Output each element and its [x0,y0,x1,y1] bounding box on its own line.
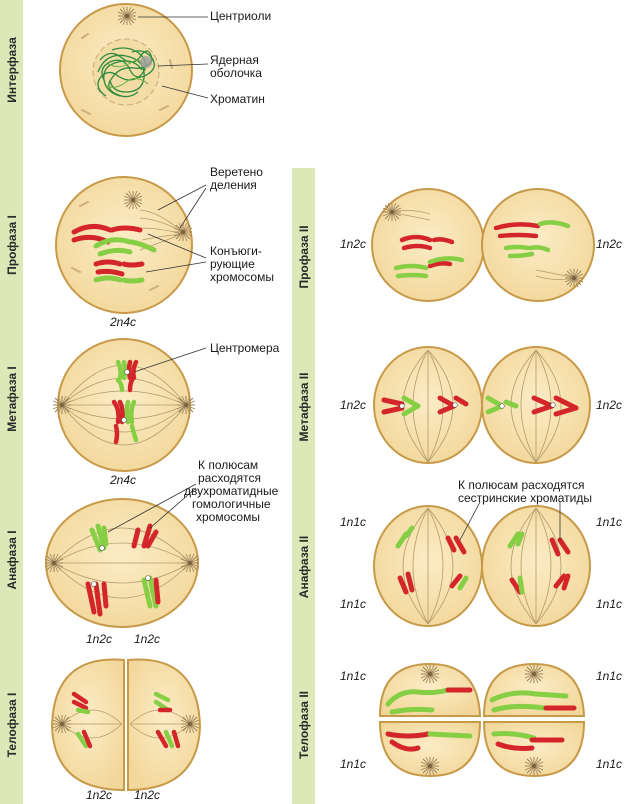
interphase-cell [59,3,193,137]
label-conjugating-2: рующие [210,257,255,271]
formula-telophase1-left: 1n2c [86,788,113,802]
anaphase1-cell [44,498,200,628]
metaphase1-cell [52,338,196,472]
label-conjugating-1: Конъюги- [210,244,262,258]
formula-metaphase2-right: 1n2c [596,398,623,412]
label-spindle-1: Веретено [210,165,263,179]
label-anaphase1-note-3: двухроматидные [184,484,279,498]
left-phase-band [0,0,23,804]
formula-anaphase2-br: 1n1c [596,597,623,611]
formula-prophase1: 2n4c [110,315,137,329]
label-nuclear-envelope-2: оболочка [210,66,262,80]
formula-prophase2-left: 1n2c [340,237,367,251]
formula-telophase2-tr: 1n1c [596,669,623,683]
formula-anaphase1-right: 1n2c [134,632,161,646]
label-anaphase2-note-1: К полюсам расходятся [458,478,585,492]
prophase2-cells [371,188,595,302]
label-chromatin: Хроматин [210,92,265,106]
telophase1-cells [50,658,202,792]
label-anaphase1-note-5: хромосомы [196,510,260,524]
formula-telophase1-right: 1n2c [134,788,161,802]
label-centrioles: Центриоли [210,9,272,23]
label-anaphase2-note-2: сестринские хроматиды [458,491,592,505]
formula-telophase2-bl: 1n1c [340,757,367,771]
prophase1-cell [55,176,193,314]
formula-anaphase1-left: 1n2c [86,632,113,646]
anaphase2-cells [373,505,591,627]
label-anaphase1-note-1: К полюсам [198,458,259,472]
right-phase-band [292,168,315,804]
label-anaphase1-note-2: расходятся [198,471,261,485]
formula-anaphase2-tr: 1n1c [596,515,623,529]
metaphase2-cells [373,346,591,464]
formula-anaphase2-tl: 1n1c [340,515,367,529]
formula-metaphase1: 2n4c [110,473,137,487]
telophase2-cells [378,662,586,778]
formula-metaphase2-left: 1n2c [340,398,367,412]
label-spindle-2: деления [210,178,257,192]
formula-telophase2-br: 1n1c [596,757,623,771]
formula-anaphase2-bl: 1n1c [340,597,367,611]
label-anaphase1-note-4: гомологичные [192,497,271,511]
formula-prophase2-right: 1n2c [596,237,623,251]
formula-telophase2-tl: 1n1c [340,669,367,683]
label-conjugating-3: хромосомы [210,270,274,284]
label-centromere: Центромера [210,341,280,355]
label-nuclear-envelope-1: Ядерная [210,53,259,67]
